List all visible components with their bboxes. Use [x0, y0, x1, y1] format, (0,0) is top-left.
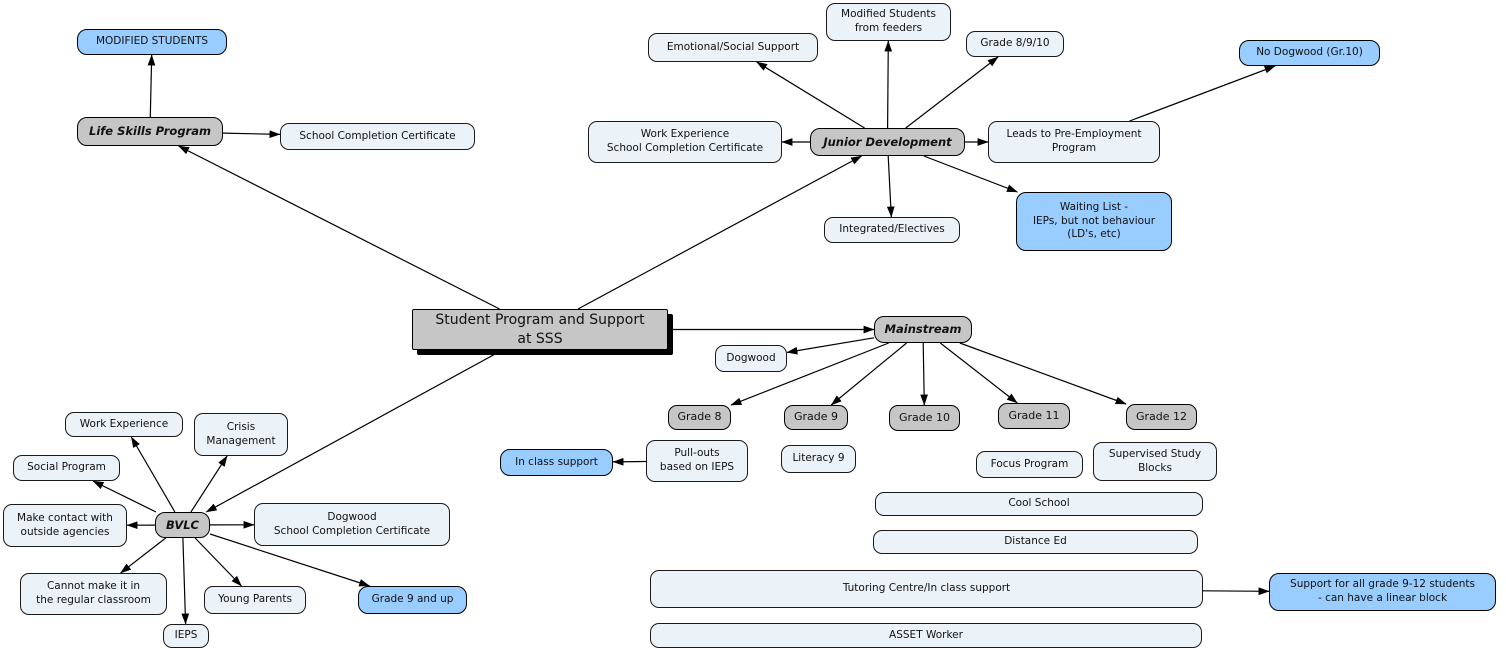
edge-mainstream-grade12 — [959, 342, 1127, 405]
edge-bvlc-crisis-management — [190, 455, 228, 513]
node-leads-pre-employment[interactable]: Leads to Pre-Employment Program — [988, 121, 1160, 163]
node-make-contact[interactable]: Make contact with outside agencies — [3, 504, 127, 547]
node-supervised-study[interactable]: Supervised Study Blocks — [1093, 442, 1217, 481]
edge-junior-dev-grade-8910 — [905, 56, 999, 129]
node-grade10[interactable]: Grade 10 — [889, 405, 960, 431]
node-support-all-grades[interactable]: Support for all grade 9-12 students - ca… — [1269, 573, 1496, 611]
node-emotional-social[interactable]: Emotional/Social Support — [648, 33, 818, 62]
node-work-experience[interactable]: Work Experience — [65, 412, 183, 437]
node-junior-dev[interactable]: Junior Development — [810, 128, 965, 156]
node-school-completion-cert[interactable]: School Completion Certificate — [280, 123, 475, 150]
node-modified-feeders[interactable]: Modified Students from feeders — [826, 3, 951, 41]
edge-life-skills-modified-students — [147, 54, 156, 118]
node-focus-program[interactable]: Focus Program — [976, 451, 1083, 478]
edge-tutoring-centre-support-all-grades — [1202, 587, 1270, 596]
edge-root-junior-dev — [577, 155, 863, 310]
node-dogwood-scc[interactable]: Dogwood School Completion Certificate — [254, 503, 450, 546]
node-life-skills[interactable]: Life Skills Program — [77, 117, 223, 146]
node-grade12[interactable]: Grade 12 — [1126, 404, 1197, 430]
node-root[interactable]: Student Program and Support at SSS — [412, 309, 668, 350]
edge-junior-dev-integrated-electives — [886, 155, 895, 218]
node-mainstream[interactable]: Mainstream — [874, 316, 972, 343]
edge-bvlc-young-parents — [194, 537, 242, 587]
edge-mainstream-grade10 — [920, 342, 928, 406]
node-grade9[interactable]: Grade 9 — [784, 405, 848, 430]
edge-junior-dev-emotional-social — [756, 61, 865, 129]
node-cool-school[interactable]: Cool School — [875, 492, 1203, 516]
edge-bvlc-work-experience — [130, 436, 176, 513]
node-work-exp-scc[interactable]: Work Experience School Completion Certif… — [588, 121, 782, 163]
edge-leads-pre-employment-no-dogwood — [1129, 65, 1276, 122]
node-grade8[interactable]: Grade 8 — [668, 405, 731, 430]
node-waiting-list[interactable]: Waiting List - IEPs, but not behaviour (… — [1016, 192, 1172, 251]
node-grade9up[interactable]: Grade 9 and up — [358, 586, 467, 614]
node-ieps[interactable]: IEPS — [163, 624, 209, 648]
node-asset-worker[interactable]: ASSET Worker — [650, 623, 1202, 648]
node-literacy9[interactable]: Literacy 9 — [781, 445, 856, 473]
node-integrated-electives[interactable]: Integrated/Electives — [824, 217, 960, 243]
edge-mainstream-grade11 — [939, 342, 1018, 404]
edge-bvlc-cannot-make-it — [120, 537, 167, 574]
node-pullouts[interactable]: Pull-outs based on IEPS — [646, 440, 748, 482]
node-grade11[interactable]: Grade 11 — [998, 403, 1070, 429]
edge-junior-dev-modified-feeders — [884, 40, 893, 129]
node-tutoring-centre[interactable]: Tutoring Centre/In class support — [650, 570, 1203, 608]
node-modified-students[interactable]: MODIFIED STUDENTS — [77, 29, 227, 55]
node-distance-ed[interactable]: Distance Ed — [873, 530, 1198, 554]
edge-life-skills-school-completion-cert — [222, 130, 281, 139]
edge-mainstream-grade9 — [830, 342, 907, 406]
node-dogwood[interactable]: Dogwood — [715, 345, 787, 372]
edge-mainstream-dogwood — [786, 337, 875, 355]
edge-root-life-skills — [178, 145, 500, 310]
node-crisis-management[interactable]: Crisis Management — [194, 413, 288, 456]
node-bvlc[interactable]: BVLC — [155, 512, 210, 538]
node-grade-8910[interactable]: Grade 8/9/10 — [966, 31, 1064, 57]
node-young-parents[interactable]: Young Parents — [204, 586, 306, 614]
node-no-dogwood[interactable]: No Dogwood (Gr.10) — [1239, 40, 1380, 66]
edge-bvlc-ieps — [181, 537, 190, 625]
node-social-program[interactable]: Social Program — [13, 455, 120, 481]
node-in-class-support[interactable]: In class support — [500, 449, 613, 476]
node-cannot-make-it[interactable]: Cannot make it in the regular classroom — [20, 573, 167, 615]
